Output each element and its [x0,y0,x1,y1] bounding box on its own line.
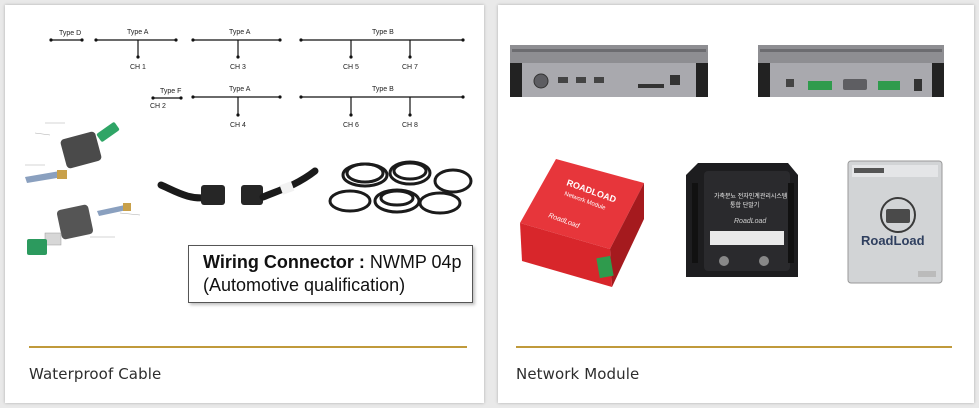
wiring-title: Wiring Connector [203,252,354,272]
label-type-b-2: Type B [372,86,394,93]
wiring-connector-label: Wiring Connector : NWMP 04p (Automotive … [188,245,473,303]
black-module-line1: 가축분뇨 전자인계관리시스템 [714,192,787,200]
label-ch2: CH 2 [150,103,166,110]
label-type-d: Type D [59,30,81,37]
network-module-photos: ROADLOAD Network Module RoadLoad 가축분뇨 전자… [510,45,944,287]
label-type-f: Type F [160,88,181,95]
black-terminal-module: 가축분뇨 전자인계관리시스템 통합 단말기 RoadLoad [686,163,798,277]
label-type-a-3: Type A [229,86,251,93]
label-ch5: CH 5 [343,64,359,71]
label-ch6: CH 6 [343,122,359,129]
coiled-cables [328,160,473,215]
card-title-waterproof-cable[interactable]: Waterproof Cable [29,365,162,383]
device-front-panel [510,45,708,97]
connector-exploded-view [25,122,141,255]
label-ch3: CH 3 [230,64,246,71]
product-card-network-module[interactable]: ROADLOAD Network Module RoadLoad 가축분뇨 전자… [498,5,974,403]
red-network-module: ROADLOAD Network Module RoadLoad [520,159,644,287]
label-ch7: CH 7 [402,64,418,71]
wiring-model: NWMP 04p [369,252,462,272]
label-type-a-1: Type A [127,29,149,36]
silver-module: RoadLoad [847,160,943,284]
label-ch1: CH 1 [130,64,146,71]
product-card-waterproof-cable[interactable]: Type D Type A CH 1 Type A CH 3 Type B CH… [5,5,484,403]
network-module-image: ROADLOAD Network Module RoadLoad 가축분뇨 전자… [498,5,974,335]
silver-module-brand: RoadLoad [861,233,925,248]
wiring-separator: : [353,252,370,272]
device-back-panel [758,45,944,97]
black-connector-cable [157,167,319,205]
black-module-line2: 통합 단말기 [730,201,759,209]
label-ch8: CH 8 [402,122,418,129]
label-ch4: CH 4 [230,122,246,129]
label-type-a-2: Type A [229,29,251,36]
card-divider [29,346,467,348]
black-module-logo: RoadLoad [734,218,767,225]
waterproof-cable-image: Type D Type A CH 1 Type A CH 3 Type B CH… [5,5,484,335]
card-divider [516,346,952,348]
cable-type-diagram: Type D Type A CH 1 Type A CH 3 Type B CH… [25,29,473,255]
wiring-note: (Automotive qualification) [203,275,406,295]
label-type-b-1: Type B [372,29,394,36]
card-title-network-module[interactable]: Network Module [516,365,640,383]
